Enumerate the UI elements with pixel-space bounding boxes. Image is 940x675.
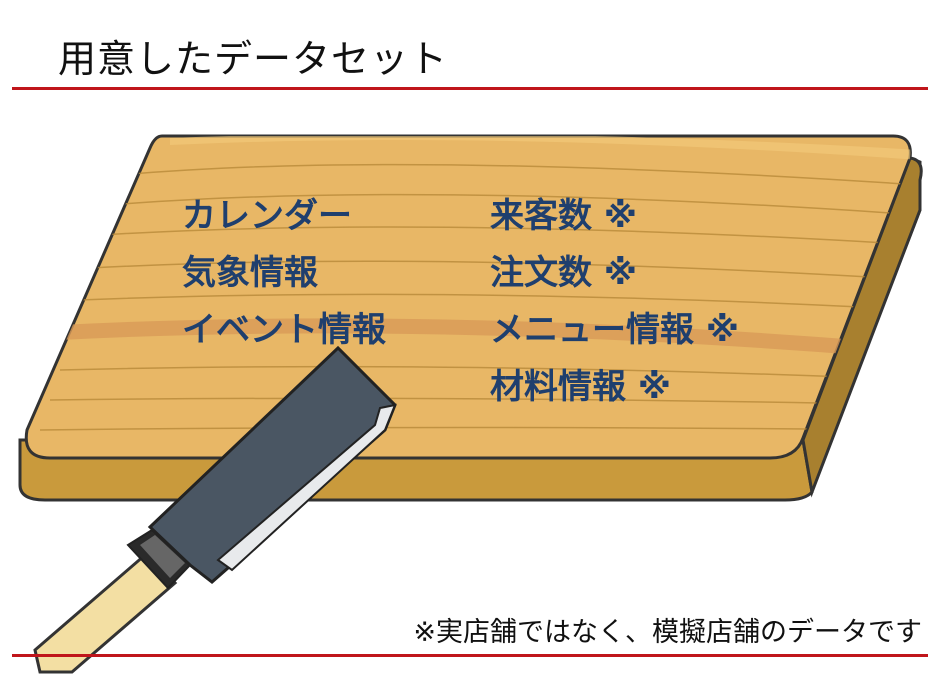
dataset-item-weather: 気象情報 — [182, 245, 318, 294]
item-label: 来客数 ※ — [490, 196, 637, 236]
cutting-board-icon — [18, 134, 923, 502]
dataset-item-ingredients: 材料情報 ※ — [490, 359, 671, 408]
item-label: 気象情報 — [182, 253, 318, 293]
item-label: 注文数 ※ — [490, 253, 637, 293]
dataset-item-events: イベント情報 — [182, 302, 386, 351]
item-label: 材料情報 ※ — [490, 367, 671, 407]
dataset-item-menu: メニュー情報 ※ — [490, 302, 739, 351]
dataset-item-visitors: 来客数 ※ — [490, 188, 637, 237]
dataset-item-orders: 注文数 ※ — [490, 245, 637, 294]
item-label: メニュー情報 ※ — [490, 310, 739, 350]
dataset-item-calendar: カレンダー — [182, 188, 352, 237]
item-label: カレンダー — [182, 196, 352, 236]
title-underline — [12, 87, 928, 90]
item-label: イベント情報 — [182, 310, 386, 350]
slide-title: 用意したデータセット — [58, 37, 449, 81]
footnote: ※実店舗ではなく、模擬店舗のデータです — [413, 617, 922, 648]
kitchen-knife-icon — [33, 345, 397, 674]
footer-rule — [12, 654, 928, 657]
